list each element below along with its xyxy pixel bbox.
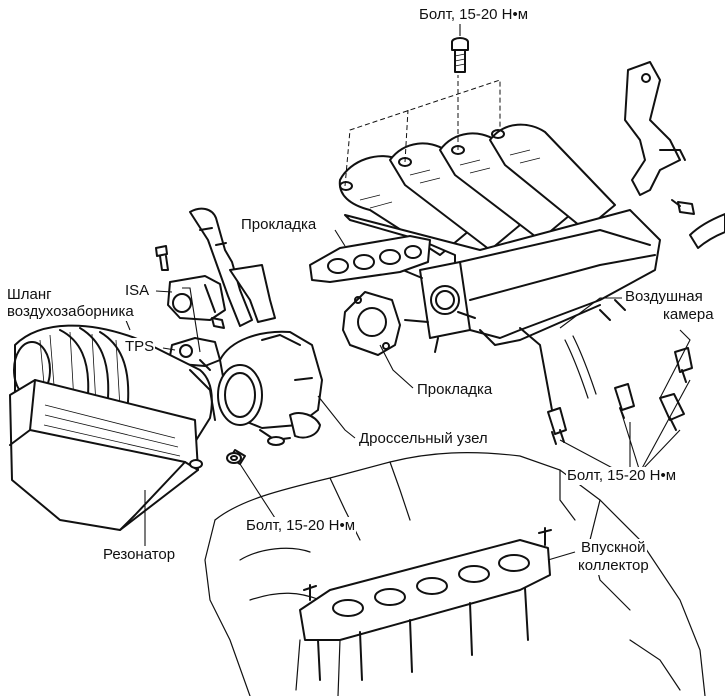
label-intake-manifold-line2: коллектор: [577, 557, 650, 575]
label-gasket-lower: Прокладка: [416, 381, 494, 399]
label-throttle-body: Дроссельный узел: [358, 430, 489, 448]
throttle-gasket-drawing: [342, 291, 401, 356]
bracket-drawing: [624, 61, 725, 249]
throttle-body-drawing: [189, 207, 323, 465]
label-air-hose-line1: Шланг: [6, 286, 53, 304]
intake-manifold-drawing: [295, 527, 552, 696]
label-bolt-bottom: Болт, 15-20 Н•м: [245, 517, 357, 535]
top-bolt-drawing: [451, 24, 469, 73]
label-air-chamber-line2: камера: [662, 306, 715, 324]
washer-drawing: [226, 452, 242, 464]
label-tps: TPS: [124, 338, 156, 356]
label-air-chamber-line1: Воздушная: [624, 288, 704, 306]
label-gasket-upper: Прокладка: [240, 216, 318, 234]
isa-valve-drawing: [155, 245, 226, 329]
air-chamber-drawing: [338, 75, 661, 353]
label-resonator: Резонатор: [102, 546, 177, 564]
label-isa: ISA: [124, 282, 151, 300]
label-bolt-right: Болт, 15-20 Н•м: [566, 467, 678, 485]
label-intake-manifold-line1: Впускной: [580, 539, 647, 557]
label-bolt-top: Болт, 15-20 Н•м: [418, 6, 530, 24]
upper-gasket-drawing: [309, 235, 431, 283]
label-air-hose-line2: воздухозаборника: [6, 303, 135, 321]
resonator-drawing: [9, 379, 203, 531]
